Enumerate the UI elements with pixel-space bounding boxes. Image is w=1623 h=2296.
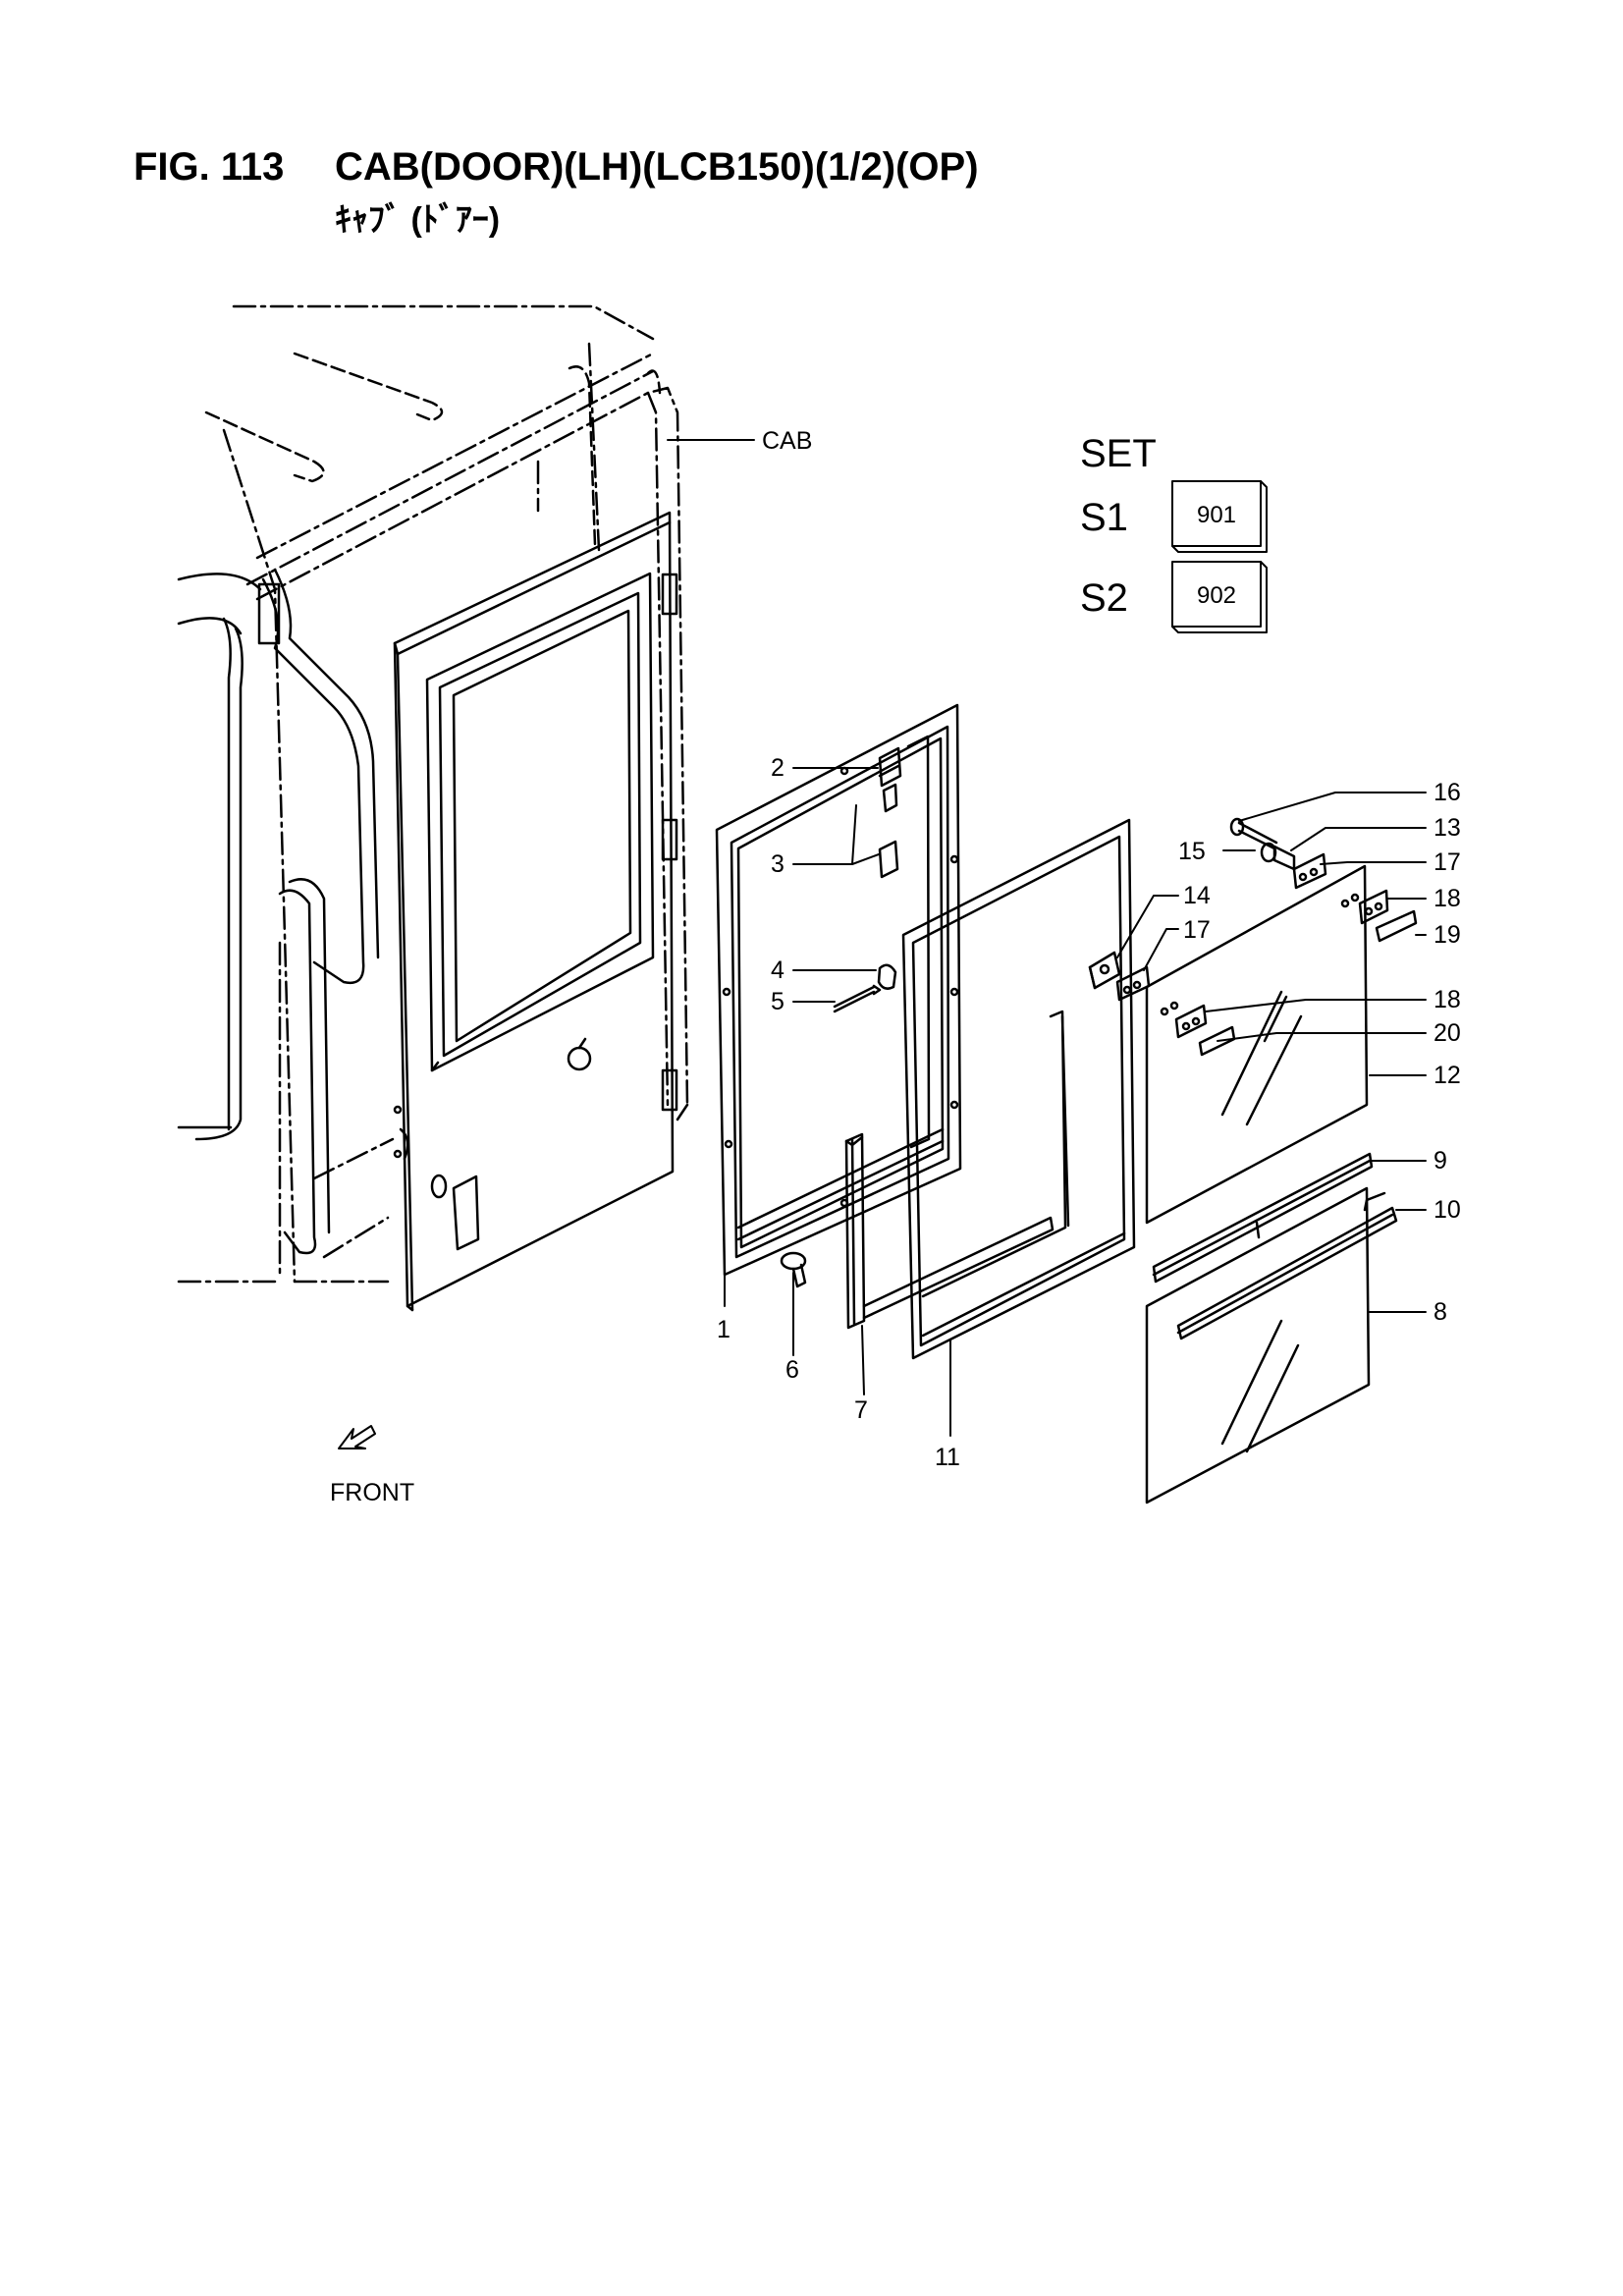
leader-lines	[667, 439, 1427, 1437]
callout-15: 15	[1178, 838, 1206, 865]
figure-title: CAB(DOOR)(LH)(LCB150)(1/2)(OP)	[335, 145, 979, 189]
part-8-lower-glass	[1145, 1186, 1371, 1504]
part-18-plate-upper	[1340, 889, 1389, 925]
callout-6: 6	[785, 1356, 799, 1384]
part-1-door-frame	[715, 703, 962, 1277]
part-9-guide-rail	[1152, 1152, 1374, 1284]
set-s1-label: S1	[1080, 496, 1128, 539]
part-17-plate-lower	[1115, 965, 1151, 1002]
callout-3: 3	[771, 850, 784, 878]
part-11-weatherstrip	[862, 818, 1136, 1360]
callout-5: 5	[771, 988, 784, 1015]
part-19-spacer	[1375, 909, 1418, 943]
callout-cab: CAB	[762, 427, 812, 455]
callout-13: 13	[1434, 814, 1461, 842]
door-panel	[393, 511, 675, 1312]
part-16-bolt	[1229, 817, 1278, 850]
callout-11: 11	[935, 1444, 960, 1471]
callout-1: 1	[717, 1316, 730, 1343]
handrail-lower	[177, 573, 331, 1255]
callout-12: 12	[1434, 1062, 1461, 1089]
callout-17-lower: 17	[1183, 916, 1211, 944]
figure-number: FIG. 113	[134, 145, 285, 189]
cab-body	[177, 304, 689, 1284]
part-17-plate-upper	[1292, 852, 1327, 890]
callout-16: 16	[1434, 779, 1461, 806]
part-callouts: CAB 2 3 4 5 1 6 7 11 15 16 13 17 18 19 1…	[717, 427, 1461, 1471]
set-s2-label: S2	[1080, 576, 1128, 620]
part-3-bracket	[878, 840, 899, 879]
part-18-plate-lower	[1160, 1001, 1208, 1039]
part-7-channel	[844, 1132, 866, 1330]
hinge-brackets	[257, 573, 678, 1112]
part-6-screw	[780, 1251, 807, 1288]
part-5-pin	[833, 984, 882, 1013]
part-4-clip	[877, 963, 897, 990]
set-box-s1	[1171, 480, 1268, 553]
handrail-upper	[261, 568, 380, 985]
set-heading: SET	[1080, 432, 1157, 475]
callout-10: 10	[1434, 1196, 1461, 1224]
callout-20: 20	[1434, 1019, 1461, 1047]
part-10-channel-strip	[1176, 1191, 1398, 1340]
callout-7: 7	[854, 1396, 868, 1424]
callout-8: 8	[1434, 1298, 1447, 1326]
callout-4: 4	[771, 957, 784, 984]
cab-roof-details	[204, 352, 662, 547]
part-14-latch	[1088, 951, 1121, 990]
callout-18-upper: 18	[1434, 885, 1461, 912]
part-2-bracket	[878, 746, 902, 813]
part-12-upper-glass	[1145, 864, 1369, 1225]
set-legend: SET S1 S2 901 902	[1080, 432, 1236, 620]
set-s2-code: 902	[1197, 582, 1236, 609]
set-s1-code: 901	[1197, 502, 1236, 528]
callout-18-lower: 18	[1434, 986, 1461, 1013]
callout-2: 2	[771, 754, 784, 782]
callout-17-upper: 17	[1434, 848, 1461, 876]
front-arrow-icon	[338, 1425, 376, 1449]
set-box-s2	[1171, 561, 1268, 633]
callout-19: 19	[1434, 921, 1461, 949]
callout-14: 14	[1183, 882, 1211, 909]
front-label: FRONT	[330, 1479, 414, 1506]
callout-9: 9	[1434, 1147, 1447, 1175]
figure-subtitle: ｷｬﾌﾞ (ﾄﾞｱｰ)	[335, 201, 501, 239]
